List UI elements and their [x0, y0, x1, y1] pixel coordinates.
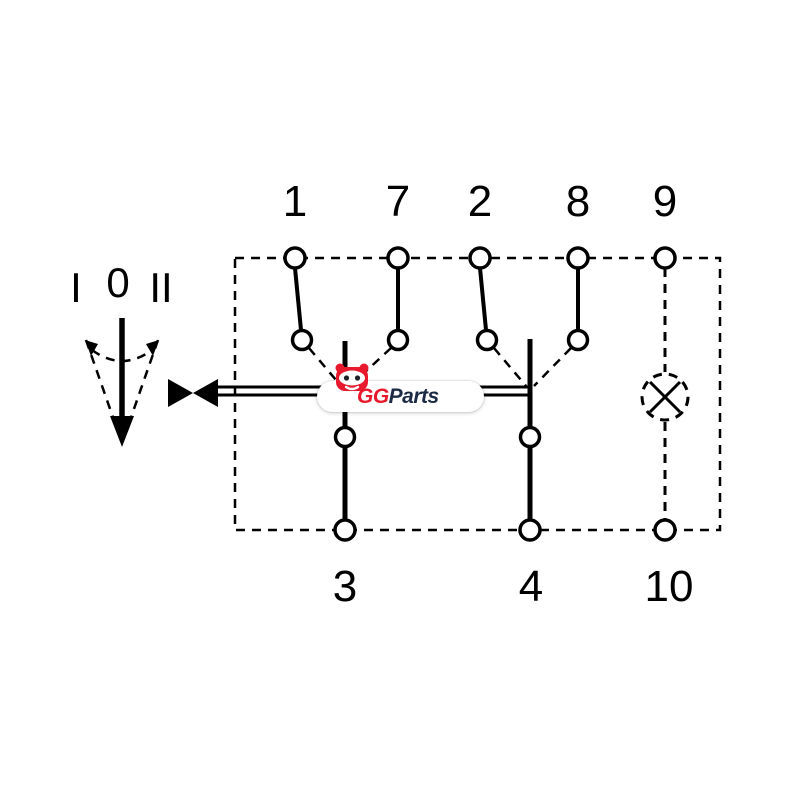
terminal-7-circle: [386, 246, 410, 270]
terminal-1-stem: [293, 267, 303, 331]
terminal-8-contact-circle: [566, 328, 590, 352]
logo-gg-text: GG: [357, 385, 389, 408]
terminal-label-9: 9: [653, 177, 677, 226]
terminal-1-contact-circle: [290, 328, 314, 352]
bowtie-left-triangle: [168, 379, 193, 407]
contact-path-1-to-3: [308, 347, 342, 387]
ggparts-logo: GGParts: [317, 381, 484, 412]
logo-parts-text: Parts: [388, 385, 440, 408]
terminal-label-3: 3: [333, 562, 357, 611]
terminal-label-4: 4: [519, 562, 543, 611]
terminal-1-circle: [283, 246, 307, 270]
bowtie-right-triangle: [193, 379, 218, 407]
top-terminal-labels: 1 7 2 8 9: [283, 177, 677, 226]
terminal-4-circle: [518, 518, 542, 542]
pole-4: [518, 339, 542, 520]
logo-text: GGParts: [357, 381, 439, 412]
terminal-label-1: 1: [283, 177, 307, 226]
terminal-2-circle: [468, 246, 492, 270]
fixed-contact-stems: [293, 267, 580, 331]
terminal-2-contact-circle: [475, 328, 499, 352]
swing-arc-left-arrowhead: [85, 340, 98, 356]
lamp-cross-2: [648, 380, 682, 414]
swing-arc-right-arrowhead: [146, 340, 159, 356]
contact-path-8-to-4: [533, 347, 572, 387]
terminal-label-2: 2: [468, 177, 492, 226]
contact-path-2-to-4: [493, 347, 527, 387]
indicator-lamp-icon: [640, 372, 690, 422]
terminal-label-8: 8: [566, 177, 590, 226]
lamp-branch: [640, 268, 690, 520]
lever-indicator: I 0 II: [70, 259, 173, 447]
lever-swing-arc: [91, 348, 153, 363]
terminal-9-circle: [653, 246, 677, 270]
position-label-0: 0: [106, 259, 129, 306]
terminal-2-stem: [478, 267, 488, 331]
pole-4-pivot-circle: [518, 425, 542, 449]
terminal-label-10: 10: [645, 562, 694, 611]
bottom-terminal-labels: 3 4 10: [333, 562, 694, 611]
dashed-contact-paths: [308, 347, 572, 387]
ggparts-mascot-icon: [335, 363, 369, 391]
terminal-10-circle: [653, 518, 677, 542]
position-label-II: II: [149, 264, 172, 311]
pole-3-pivot-circle: [333, 425, 357, 449]
position-label-I: I: [70, 264, 82, 311]
terminal-3-circle: [333, 518, 357, 542]
bowtie-linkage-icon: [168, 379, 218, 407]
terminal-8-circle: [566, 246, 590, 270]
terminal-label-7: 7: [386, 177, 410, 226]
terminal-circles: [283, 246, 677, 542]
terminal-7-contact-circle: [386, 328, 410, 352]
